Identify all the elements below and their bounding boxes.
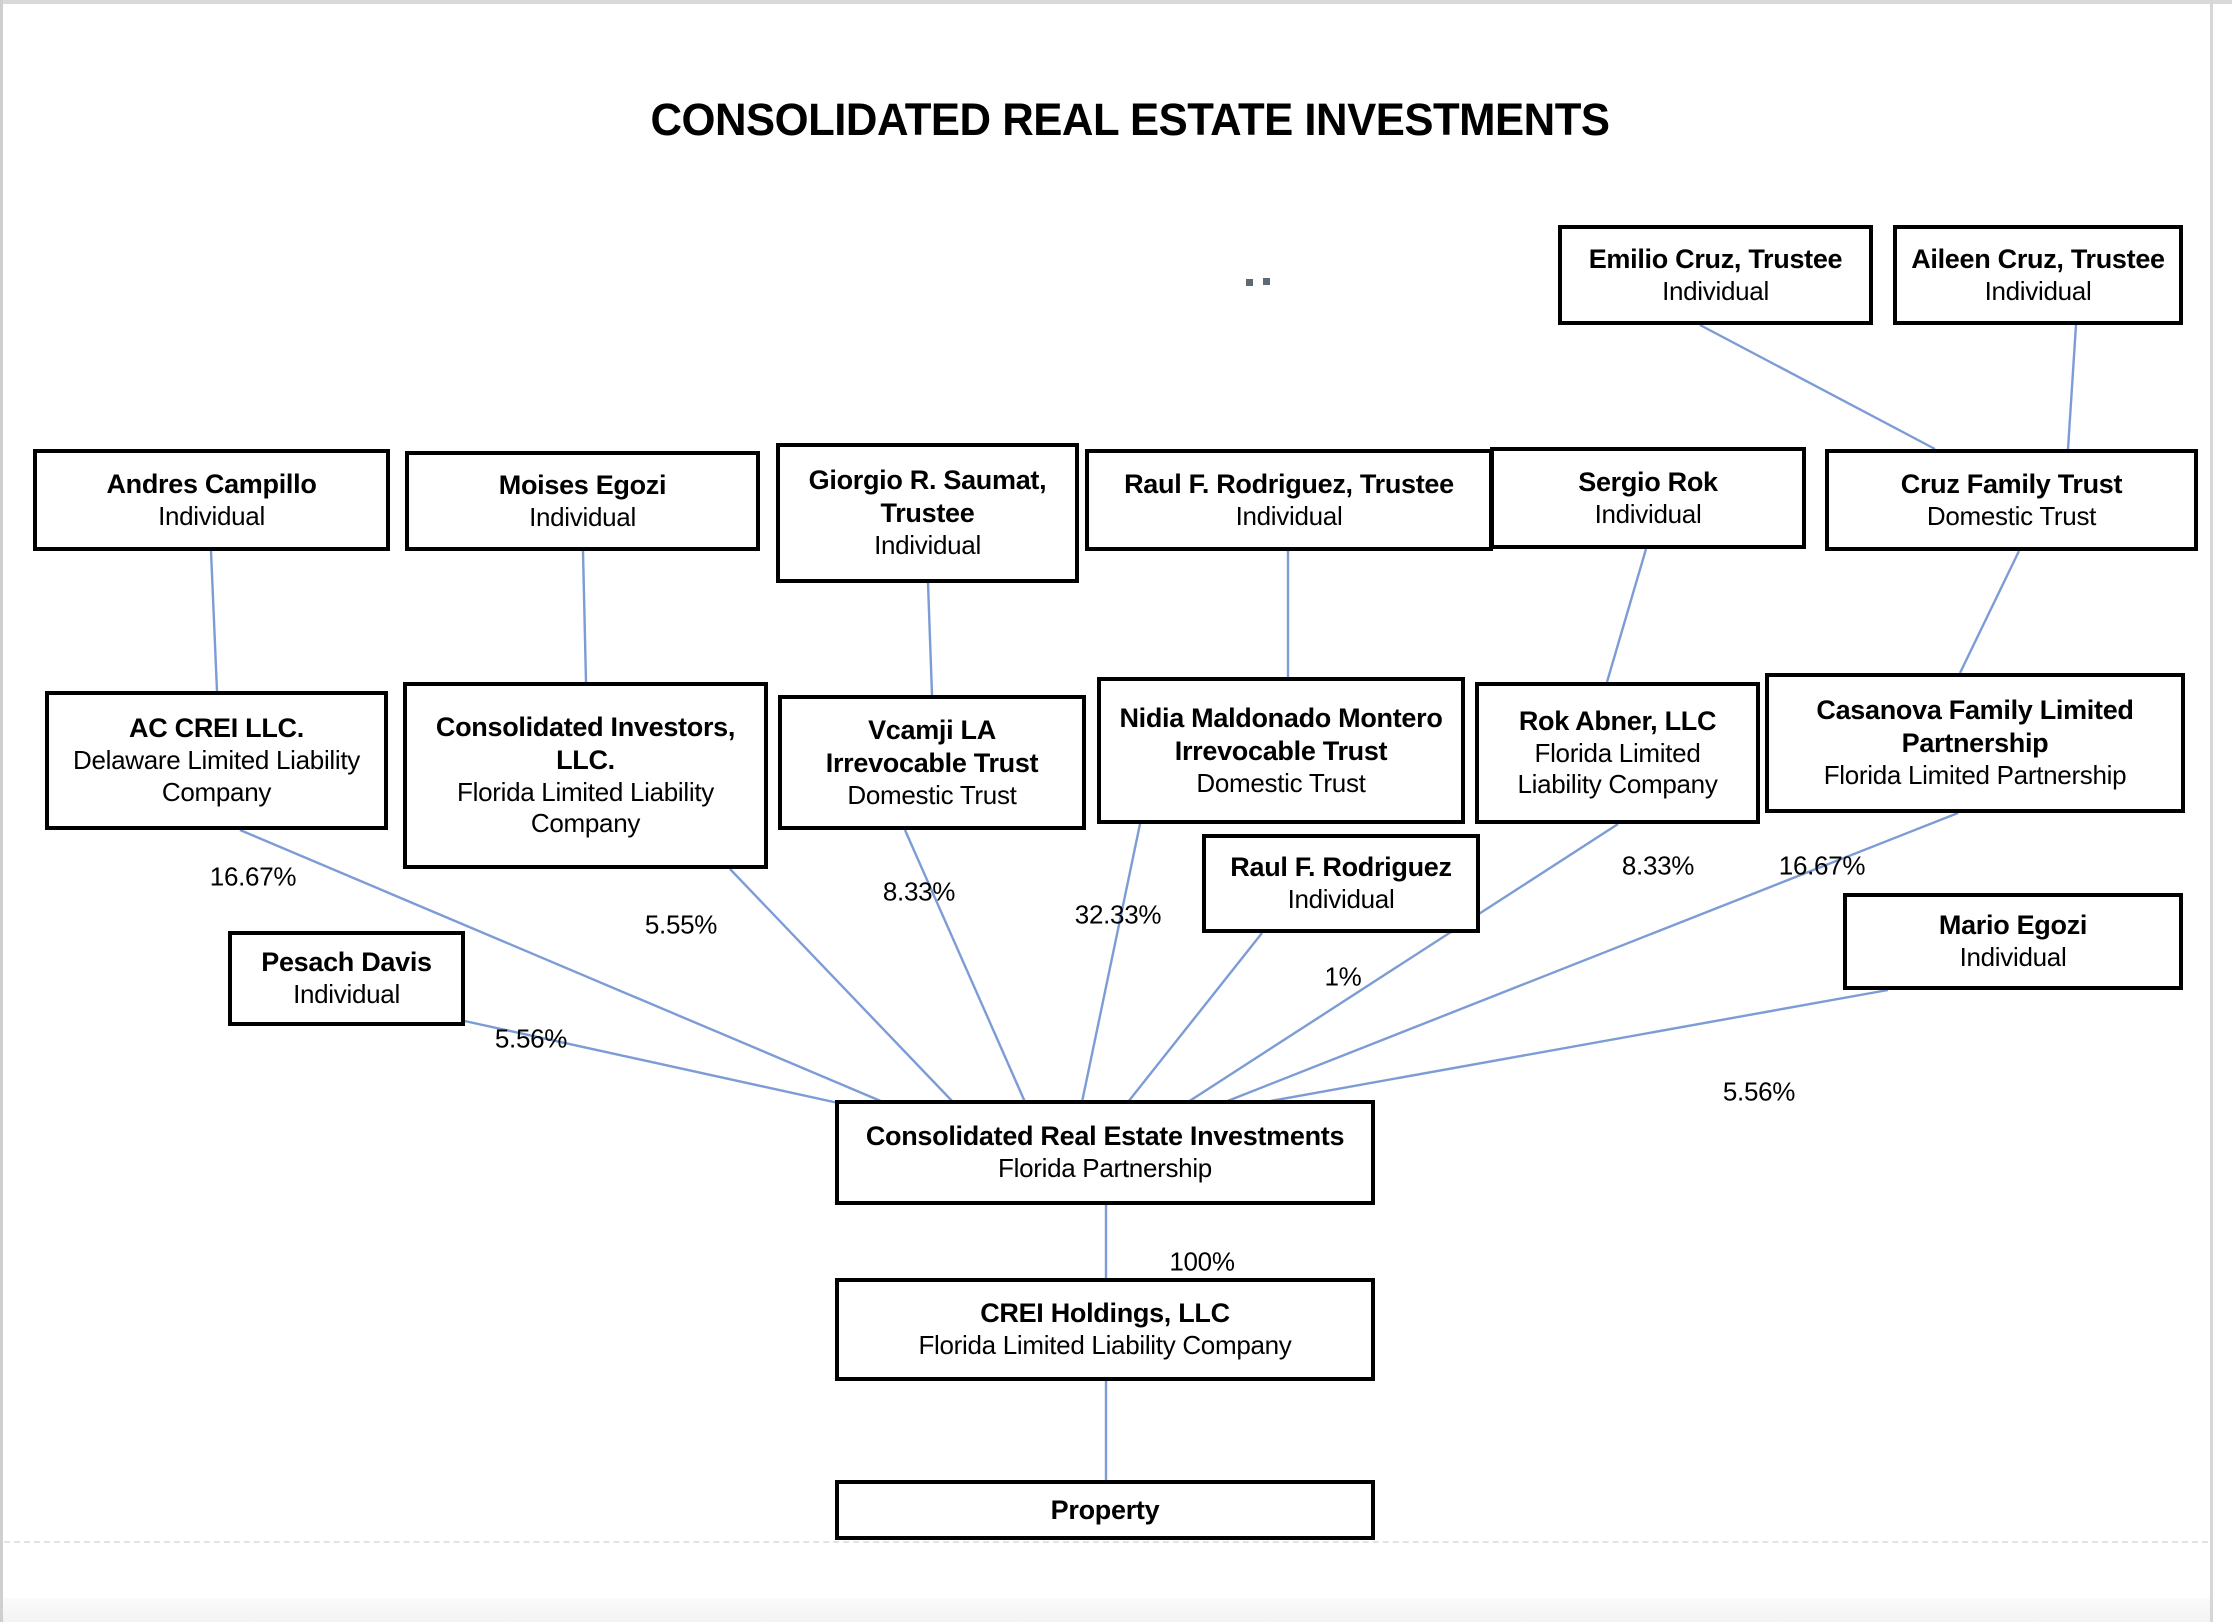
entity-name: Pesach Davis (261, 947, 432, 978)
connector-andres-campillo-to-ac-crei-llc (209, 550, 219, 692)
ownership-percentage-label: 32.33% (1074, 899, 1162, 930)
connector-sergio-rok-to-rok-abner (1605, 548, 1648, 683)
entity-box-nidia-maldonado-montero-irrevocable-trust: Nidia Maldonado Montero Irrevocable Trus… (1097, 677, 1465, 824)
entity-subtitle: Individual (1959, 942, 2067, 973)
ownership-percentage-label: 8.33% (1621, 850, 1695, 881)
entity-subtitle: Individual (1235, 500, 1343, 531)
connector-casanova-to-crei-partnership (1224, 811, 1959, 1104)
page-footer-band (3, 1598, 2210, 1622)
entity-subtitle: Individual (529, 501, 636, 532)
entity-name: Andres Campillo (106, 468, 317, 499)
page-border-top (0, 0, 2232, 4)
entity-name: Casanova Family Limited Partnership (1816, 695, 2134, 759)
entity-subtitle: Individual (1594, 498, 1702, 529)
entity-subtitle: Florida Limited Liability Company (918, 1330, 1292, 1361)
entity-box-property: Property (835, 1480, 1375, 1540)
diagram-title: CONSOLIDATED REAL ESTATE INVESTMENTS (650, 94, 1610, 145)
entity-name: Emilio Cruz, Trustee (1588, 243, 1843, 274)
connector-giorgio-saumat-to-vcamji (926, 582, 934, 696)
ownership-percentage-label: 1% (1324, 961, 1362, 992)
entity-box-consolidated-investors-llc: Consolidated Investors, LLC.Florida Limi… (403, 682, 768, 869)
connector-aileen-cruz-to-cruz-family-trust (2066, 324, 2078, 450)
connector-cruz-family-trust-to-casanova (1958, 550, 2021, 674)
entity-name: Aileen Cruz, Trustee (1911, 243, 2165, 274)
entity-subtitle: Florida Limited Liability Company (1517, 737, 1718, 800)
entity-name: Sergio Rok (1578, 466, 1718, 497)
entity-subtitle: Florida Limited Partnership (1823, 760, 2127, 791)
page-border-left (0, 0, 3, 1622)
entity-subtitle: Individual (874, 530, 981, 561)
page-border-right (2210, 0, 2213, 1622)
entity-name: Rok Abner, LLC (1518, 705, 1717, 736)
entity-name: Giorgio R. Saumat, Trustee (808, 465, 1047, 529)
entity-name: Cruz Family Trust (1900, 468, 2123, 499)
entity-subtitle: Individual (293, 979, 400, 1010)
connector-mario-egozi-to-crei-partnership (1264, 988, 1889, 1104)
entity-name: Vcamji LA Irrevocable Trust (825, 714, 1039, 778)
entity-name: Raul F. Rodriguez (1230, 852, 1452, 883)
entity-name: Consolidated Investors, LLC. (435, 711, 736, 775)
connector-nidia-to-crei-partnership (1080, 823, 1142, 1103)
entity-subtitle: Domestic Trust (1926, 500, 2097, 531)
ownership-percentage-label: 16.67% (209, 861, 297, 892)
entity-name: Consolidated Real Estate Investments (865, 1121, 1345, 1152)
ownership-percentage-label: 100% (1169, 1246, 1235, 1277)
entity-subtitle: Individual (158, 500, 265, 531)
connector-raul-individual-to-crei-partnership (1127, 932, 1263, 1103)
entity-name: Nidia Maldonado Montero Irrevocable Trus… (1119, 702, 1443, 766)
connector-ac-crei-to-crei-partnership (239, 828, 884, 1104)
entity-subtitle: Florida Partnership (998, 1153, 1212, 1184)
entity-subtitle: Individual (1287, 884, 1395, 915)
entity-name: CREI Holdings, LLC (980, 1298, 1230, 1329)
connector-vcamji-to-crei-partnership (903, 829, 1027, 1103)
connector-consolidated-investors-to-crei-partnership (729, 868, 954, 1103)
ownership-percentage-label: 8.33% (882, 876, 956, 907)
entity-name: Moises Egozi (498, 469, 667, 500)
connector-rok-abner-to-crei-partnership (1187, 822, 1619, 1104)
entity-subtitle: Individual (1984, 275, 2092, 306)
entity-subtitle: Delaware Limited Liability Company (73, 745, 360, 807)
ownership-percentage-label: 5.55% (644, 909, 718, 940)
ownership-percentage-label: 16.67% (1778, 850, 1866, 881)
entity-box-ac-crei-llc: AC CREI LLC.Delaware Limited Liability C… (45, 691, 388, 830)
artifact-dot (1246, 279, 1253, 286)
connector-moises-egozi-to-consolidated-investors (581, 550, 588, 683)
artifact-dot (1263, 278, 1270, 285)
entity-subtitle: Domestic Trust (847, 779, 1017, 810)
entity-subtitle: Individual (1662, 275, 1769, 306)
entity-subtitle: Domestic Trust (1196, 767, 1366, 798)
entity-name: AC CREI LLC. (129, 713, 304, 744)
entity-subtitle: Florida Limited Liability Company (457, 776, 714, 839)
entity-name: Raul F. Rodriguez, Trustee (1124, 468, 1454, 499)
entity-name: Property (1050, 1494, 1160, 1525)
connector-emilio-cruz-to-cruz-family-trust (1699, 323, 1936, 451)
ownership-percentage-label: 5.56% (494, 1023, 568, 1054)
connector-pesach-davis-to-crei-partnership (459, 1018, 853, 1108)
page-break-line (4, 1541, 2208, 1543)
ownership-percentage-label: 5.56% (1722, 1076, 1796, 1107)
entity-name: Mario Egozi (1938, 910, 2088, 941)
